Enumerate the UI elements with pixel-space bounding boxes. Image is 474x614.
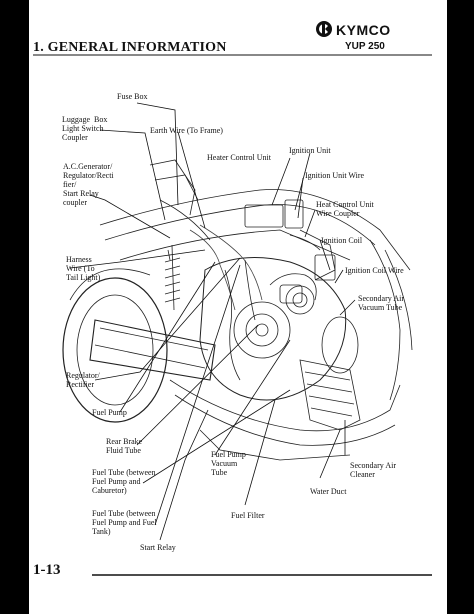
- label-fuel-filter: Fuel Filter: [231, 511, 265, 520]
- label-fuel-tube-carburetor: Fuel Tube (between Fuel Pump and Caburet…: [92, 468, 156, 495]
- label-rear-brake-fluid-tube: Rear Brake Fluid Tube: [106, 437, 143, 455]
- label-ignition-coil: Ignition Coil: [321, 236, 363, 245]
- page-number: 1-13: [33, 562, 61, 578]
- label-fuse-box: Fuse Box: [117, 92, 148, 101]
- label-ignition-coil-wire: Ignition Coil Wire: [345, 266, 404, 275]
- label-ac-generator-coupler: A.C.Generator/ Regulator/Recti fier/ Sta…: [63, 162, 114, 207]
- section-title: 1. GENERAL INFORMATION: [33, 40, 227, 55]
- brand-logo-text: KYMCO: [336, 22, 391, 38]
- label-start-relay: Start Relay: [140, 543, 176, 552]
- label-fuel-pump-vacuum-tube: Fuel Pump Vacuum Tube: [211, 450, 246, 477]
- label-fuel-pump: Fuel Pump: [92, 408, 127, 417]
- label-fuel-tube-tank: Fuel Tube (between Fuel Pump and Fuel Ta…: [92, 509, 157, 536]
- label-regulator-rectifier: Regulator/ Rectifier: [66, 371, 100, 389]
- label-secondary-air-cleaner: Secondary Air Cleaner: [350, 461, 396, 479]
- manual-sheet: [29, 0, 447, 614]
- label-secondary-air-vacuum-tube: Secondary Air Vacuum Tube: [358, 294, 404, 312]
- leader-lines: [69, 102, 356, 541]
- label-ignition-unit: Ignition Unit: [289, 146, 331, 155]
- label-heater-control-unit: Heater Control Unit: [207, 153, 271, 162]
- model-name: YUP 250: [345, 41, 385, 52]
- label-ignition-unit-wire: Ignition Unit Wire: [305, 171, 365, 180]
- label-luggage-box-light-switch-coupler: Luggage Box Light Switch Coupler: [62, 115, 108, 142]
- scooter-engine-illustration: [62, 159, 413, 461]
- label-water-duct: Water Duct: [310, 487, 347, 496]
- label-heat-control-unit-wire-coupler: Heat Control Unit Wire Coupler: [316, 200, 374, 218]
- label-harness-wire: Harness Wire (To Tail Light): [66, 255, 101, 282]
- label-earth-wire: Earth Wire (To Frame): [150, 126, 223, 135]
